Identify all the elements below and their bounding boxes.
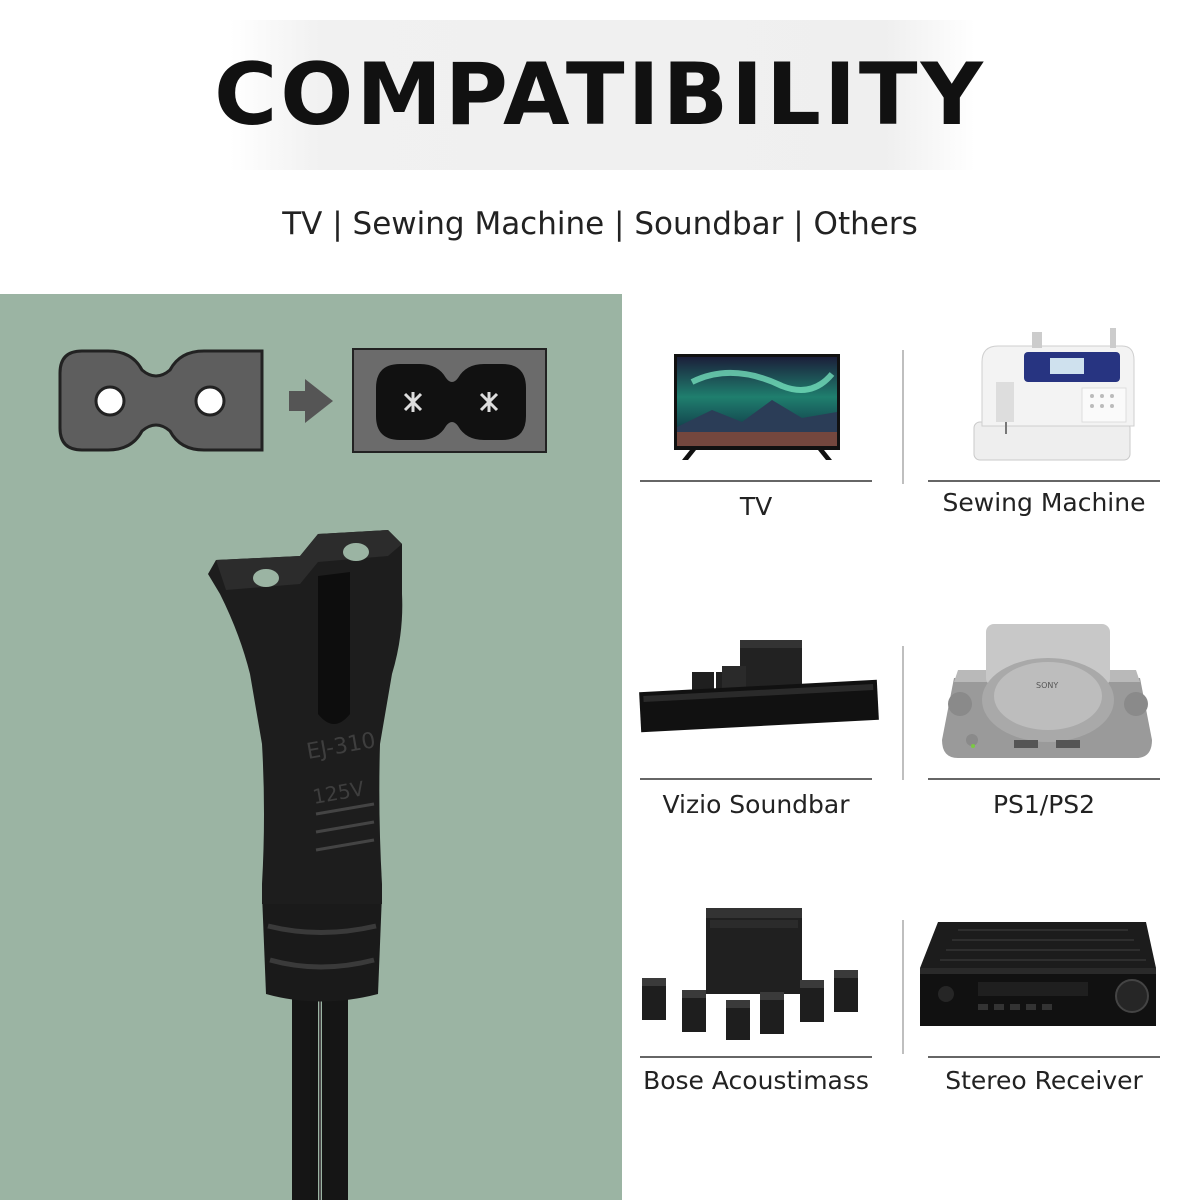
plug-panel: EJ-310 125V bbox=[0, 294, 622, 1200]
row-divider bbox=[640, 480, 872, 482]
row-divider bbox=[928, 480, 1160, 482]
page-title: COMPATIBILITY bbox=[214, 45, 986, 145]
device-label-tv: TV bbox=[739, 492, 773, 521]
plug-illustration: EJ-310 125V bbox=[58, 348, 547, 1200]
tv-image bbox=[674, 354, 840, 460]
figure8-socket-icon bbox=[352, 348, 547, 453]
devices-panel: TV Sewing Machine Vizio Soundbar bbox=[622, 294, 1200, 1200]
row-divider bbox=[928, 1056, 1160, 1058]
column-divider bbox=[902, 646, 904, 780]
svg-text:SONY: SONY bbox=[1036, 681, 1058, 690]
stereo-receiver-image bbox=[920, 922, 1156, 1026]
power-cord bbox=[292, 984, 348, 1200]
plug-body bbox=[208, 530, 403, 904]
soundbar-image bbox=[639, 640, 879, 733]
title-band bbox=[230, 20, 975, 170]
device-label-vizio-soundbar: Vizio Soundbar bbox=[662, 790, 850, 819]
arrow-right-icon bbox=[289, 379, 333, 423]
ps1-console-image: SONY bbox=[942, 624, 1152, 758]
device-label-bose-acoustimass: Bose Acoustimass bbox=[643, 1066, 869, 1095]
bose-speaker-system-image bbox=[642, 908, 858, 1040]
sewing-machine-image bbox=[973, 328, 1135, 461]
page-subtitle: TV | Sewing Machine | Soundbar | Others bbox=[282, 206, 918, 242]
column-divider bbox=[902, 350, 904, 484]
device-label-sewing-machine: Sewing Machine bbox=[942, 488, 1146, 517]
device-label-ps1-ps2: PS1/PS2 bbox=[992, 790, 1096, 819]
row-divider bbox=[640, 1056, 872, 1058]
device-label-stereo-receiver: Stereo Receiver bbox=[945, 1066, 1143, 1095]
row-divider bbox=[640, 778, 872, 780]
column-divider bbox=[902, 920, 904, 1054]
row-divider bbox=[928, 778, 1160, 780]
strain-relief bbox=[262, 894, 382, 1002]
figure8-plug-icon bbox=[58, 349, 264, 452]
